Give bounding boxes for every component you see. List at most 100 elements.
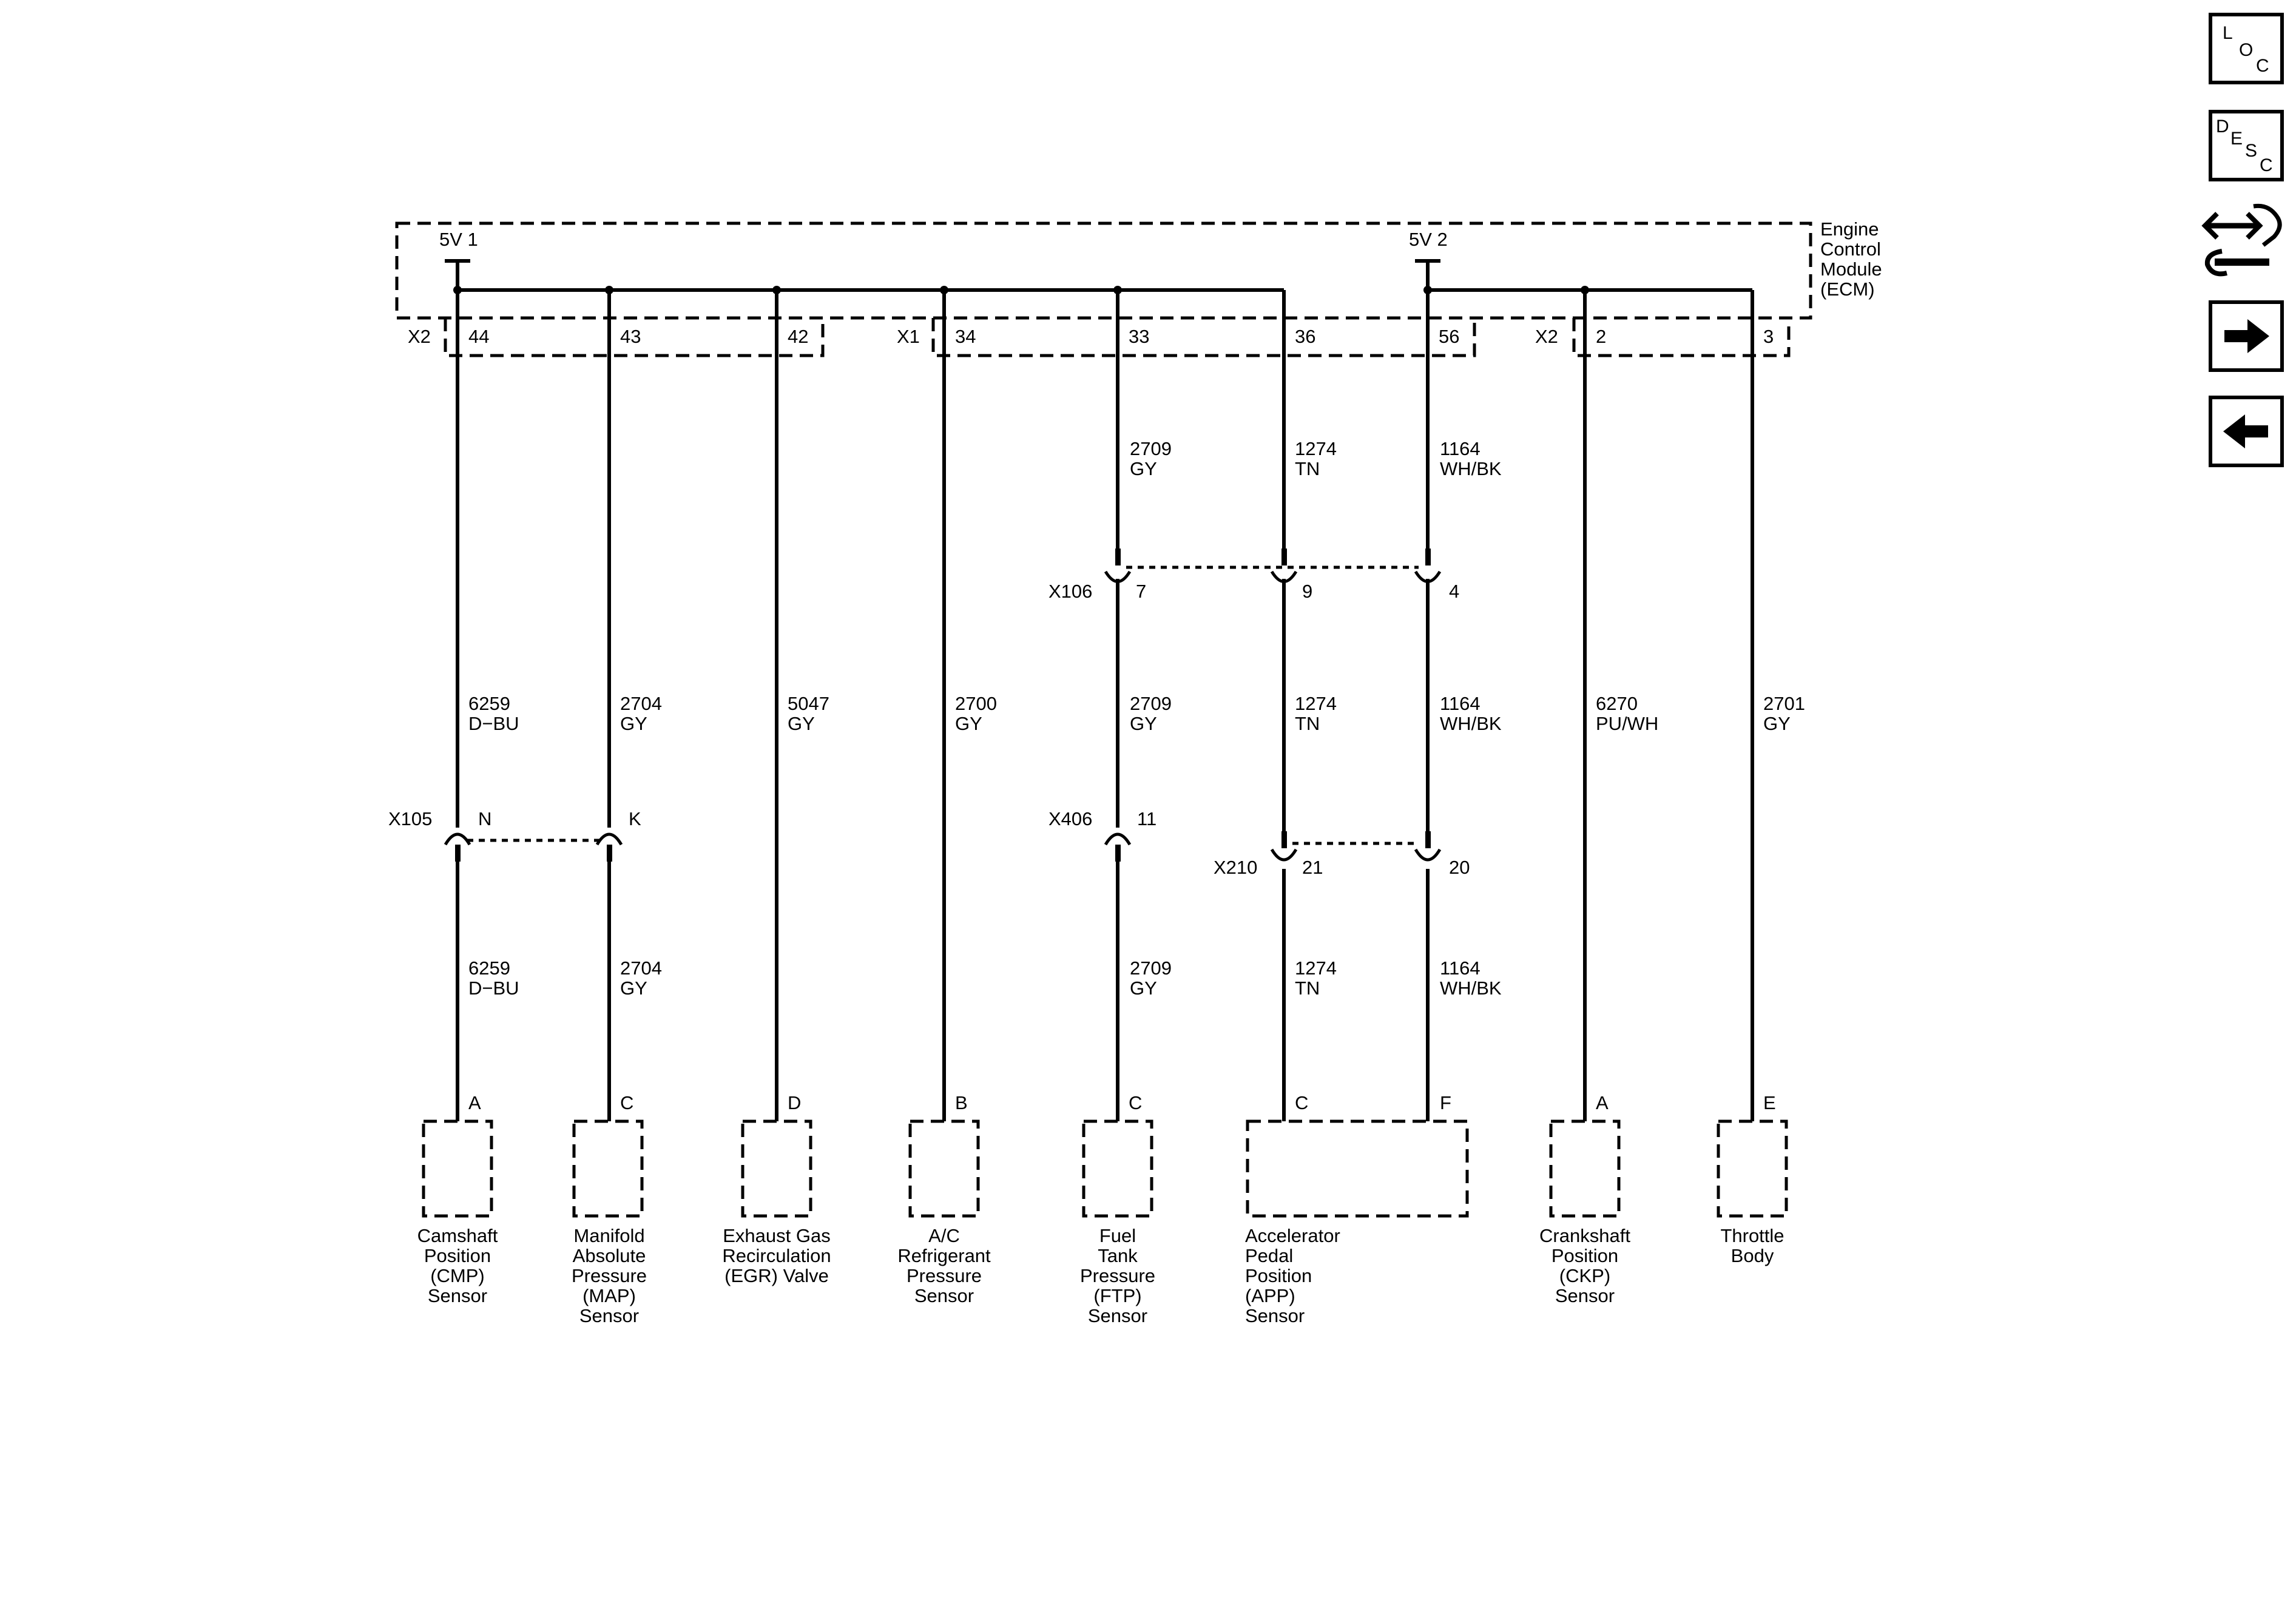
component-outline	[1717, 1119, 1788, 1218]
ecm-label-line-2: Control	[1820, 238, 1881, 260]
wire-color-label: WH/BK	[1440, 713, 1502, 734]
wire-circuit-label: 2709	[1130, 438, 1172, 459]
inline-connector-x106: X106 7 9 4	[1048, 549, 1459, 602]
ecm-outline	[395, 221, 1812, 320]
wire-circuit-label: 1164	[1440, 693, 1481, 714]
arrow-left-button[interactable]	[2209, 396, 2284, 467]
component-name-line: Pressure	[1080, 1265, 1155, 1286]
wire-color-label: TN	[1295, 713, 1320, 734]
wire-color-label: GY	[1130, 713, 1157, 734]
component-outline	[741, 1119, 812, 1218]
connector-repair-icon-arrow	[2201, 212, 2219, 240]
ecm-pin: 33	[1129, 326, 1149, 347]
wire-color-label: WH/BK	[1440, 977, 1502, 999]
connector-x1-label: X1	[897, 326, 920, 347]
ecm-label-line-4: (ECM)	[1820, 279, 1875, 300]
component-name-line: Tank	[1098, 1245, 1138, 1266]
component-pin: A	[468, 1092, 481, 1113]
wire-color-label: GY	[620, 977, 647, 999]
wire-color-label: GY	[788, 713, 815, 734]
connector-pin-bar	[1425, 549, 1431, 565]
connector-x106-pin: 7	[1136, 581, 1146, 602]
connector-x2-left-shell	[444, 318, 825, 357]
bus-5v2	[1426, 261, 1752, 292]
component-name-line: Manifold	[573, 1225, 644, 1246]
component-name-line: Recirculation	[722, 1245, 831, 1266]
component-name-line: A/C	[928, 1225, 960, 1246]
wire-color-label: D−BU	[468, 713, 519, 734]
desc-letter: C	[2260, 155, 2273, 175]
connector-x1-shell	[931, 318, 1476, 357]
connector-x106-pin: 9	[1302, 581, 1312, 602]
component-name-line: (APP)	[1245, 1285, 1295, 1306]
connector-repair-icon-arrow	[2246, 212, 2263, 240]
ecm-label-line-3: Module	[1820, 258, 1882, 280]
loc-button[interactable]: L O C	[2209, 13, 2284, 84]
ecm-pin: 44	[468, 326, 489, 347]
connector-repair-icon[interactable]	[2201, 203, 2282, 277]
component-name-line: Sensor	[1555, 1285, 1615, 1306]
component-map-sensor: C Manifold Absolute Pressure (MAP) Senso…	[572, 1092, 647, 1326]
wire-color-label: TN	[1295, 977, 1320, 999]
ecm-pin: 36	[1295, 326, 1315, 347]
component-outline	[422, 1119, 493, 1218]
component-name-line: (CMP)	[430, 1265, 485, 1286]
inline-connector-x105: X105 N K	[388, 808, 641, 862]
component-outline	[1082, 1119, 1153, 1218]
connector-x105-pin: K	[629, 808, 641, 829]
ecm-pin: 56	[1439, 326, 1459, 347]
wire-circuit-label: 2704	[620, 957, 662, 979]
connector-x2-right-shell	[1572, 318, 1791, 357]
desc-button[interactable]: D E S C	[2209, 110, 2284, 181]
ecm-label-line-1: Engine	[1820, 218, 1879, 240]
arrow-right-button[interactable]	[2209, 300, 2284, 372]
component-name-line: Position	[1551, 1245, 1618, 1266]
wire-circuit-label: 6270	[1596, 693, 1638, 714]
component-name-line: (FTP)	[1093, 1285, 1141, 1306]
connector-pin-bar	[607, 845, 612, 862]
wire-circuit-label: 6259	[468, 957, 510, 979]
wire-circuit-label: 2709	[1130, 957, 1172, 979]
component-name-line: (MAP)	[582, 1285, 636, 1306]
connector-receptacle	[1270, 848, 1298, 862]
connector-x210-pin: 21	[1302, 857, 1323, 878]
wire-circuit-label: 2704	[620, 693, 662, 714]
ecm-pin: 34	[955, 326, 976, 347]
component-name-line: Position	[424, 1245, 491, 1266]
ecm-pin: 2	[1596, 326, 1606, 347]
connector-repair-icon-hook	[2253, 203, 2282, 247]
component-pin: A	[1596, 1092, 1609, 1113]
connector-pin-bar	[1425, 831, 1431, 848]
connector-x106-label: X106	[1048, 581, 1092, 602]
component-throttle-body: E Throttle Body	[1717, 1092, 1788, 1266]
component-app-sensor: C F Accelerator Pedal Position (APP) Sen…	[1245, 1092, 1469, 1326]
loc-letter: O	[2239, 40, 2253, 60]
wire-color-label: GY	[1130, 458, 1157, 479]
wire-circuit-label: 6259	[468, 693, 510, 714]
component-outline	[1549, 1119, 1621, 1218]
wire-color-label: D−BU	[468, 977, 519, 999]
component-ckp-sensor: A Crankshaft Position (CKP) Sensor	[1539, 1092, 1630, 1306]
wire-color-label: PU/WH	[1596, 713, 1658, 734]
component-ftp-sensor: C Fuel Tank Pressure (FTP) Sensor	[1080, 1092, 1155, 1326]
connector-pin-bar	[1115, 549, 1121, 565]
supply-5v2-label: 5V 2	[1409, 229, 1448, 250]
connector-receptacle	[595, 832, 623, 846]
wire-circuit-label: 2701	[1763, 693, 1805, 714]
wires	[456, 290, 1754, 1121]
wrench-icon-head	[2204, 249, 2227, 277]
connector-receptacle	[1104, 832, 1132, 846]
component-name-line: Position	[1245, 1265, 1312, 1286]
desc-button-frame[interactable]	[2209, 110, 2284, 181]
component-name-line: Sensor	[428, 1285, 487, 1306]
component-outline	[908, 1119, 980, 1218]
component-pin: C	[1295, 1092, 1308, 1113]
wire-color-label: GY	[955, 713, 982, 734]
loc-button-frame[interactable]	[2209, 13, 2284, 84]
component-pin: C	[620, 1092, 633, 1113]
connector-receptacle	[1414, 570, 1442, 583]
connector-pin-bar	[1281, 831, 1287, 848]
wire-circuit-label: 1274	[1295, 957, 1337, 979]
connector-pin-bar	[1281, 549, 1287, 565]
